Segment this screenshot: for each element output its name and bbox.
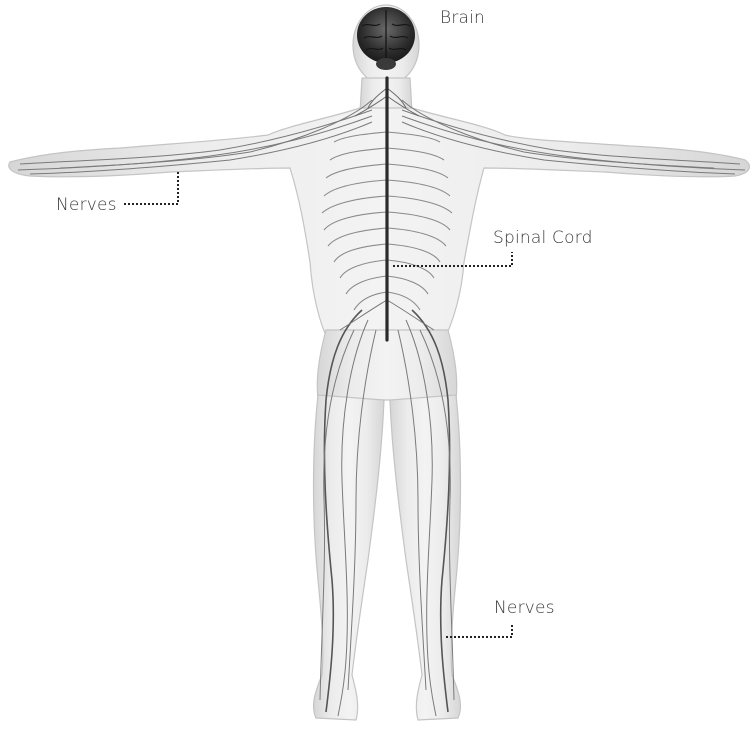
leader-nerves-arm xyxy=(124,172,178,204)
spinal-cord-label: Spinal Cord xyxy=(493,228,593,248)
nerves-leg-label: Nerves xyxy=(494,598,555,618)
nerves-arm-label: Nerves xyxy=(56,195,117,215)
leader-nerves-leg xyxy=(446,625,512,637)
body-silhouette xyxy=(9,5,750,720)
brain-label: Brain xyxy=(440,8,485,28)
